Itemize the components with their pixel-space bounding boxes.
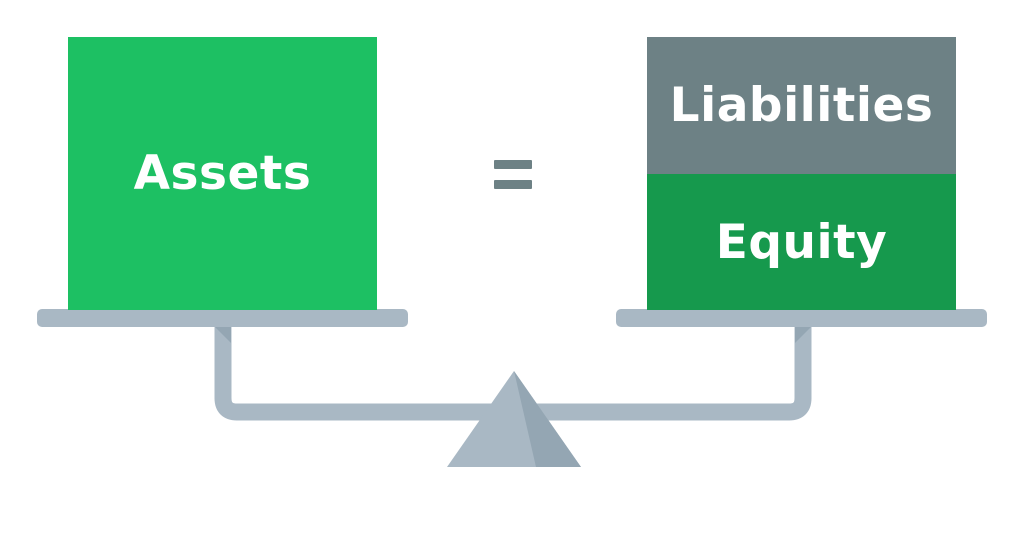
equity-box: Equity: [647, 174, 956, 310]
equity-label: Equity: [715, 214, 888, 270]
equals-icon: [494, 160, 532, 189]
equals-bar-top: [494, 160, 532, 169]
fulcrum-shade: [514, 371, 581, 467]
liabilities-label: Liabilities: [669, 78, 934, 133]
right-pan: [616, 309, 987, 327]
equals-bar-bottom: [494, 180, 532, 189]
left-upright-shade: [215, 327, 231, 343]
assets-box: Assets: [68, 37, 377, 310]
right-upright-shade: [795, 327, 811, 343]
assets-label: Assets: [133, 146, 312, 201]
left-pan: [37, 309, 408, 327]
liabilities-box: Liabilities: [647, 37, 956, 174]
